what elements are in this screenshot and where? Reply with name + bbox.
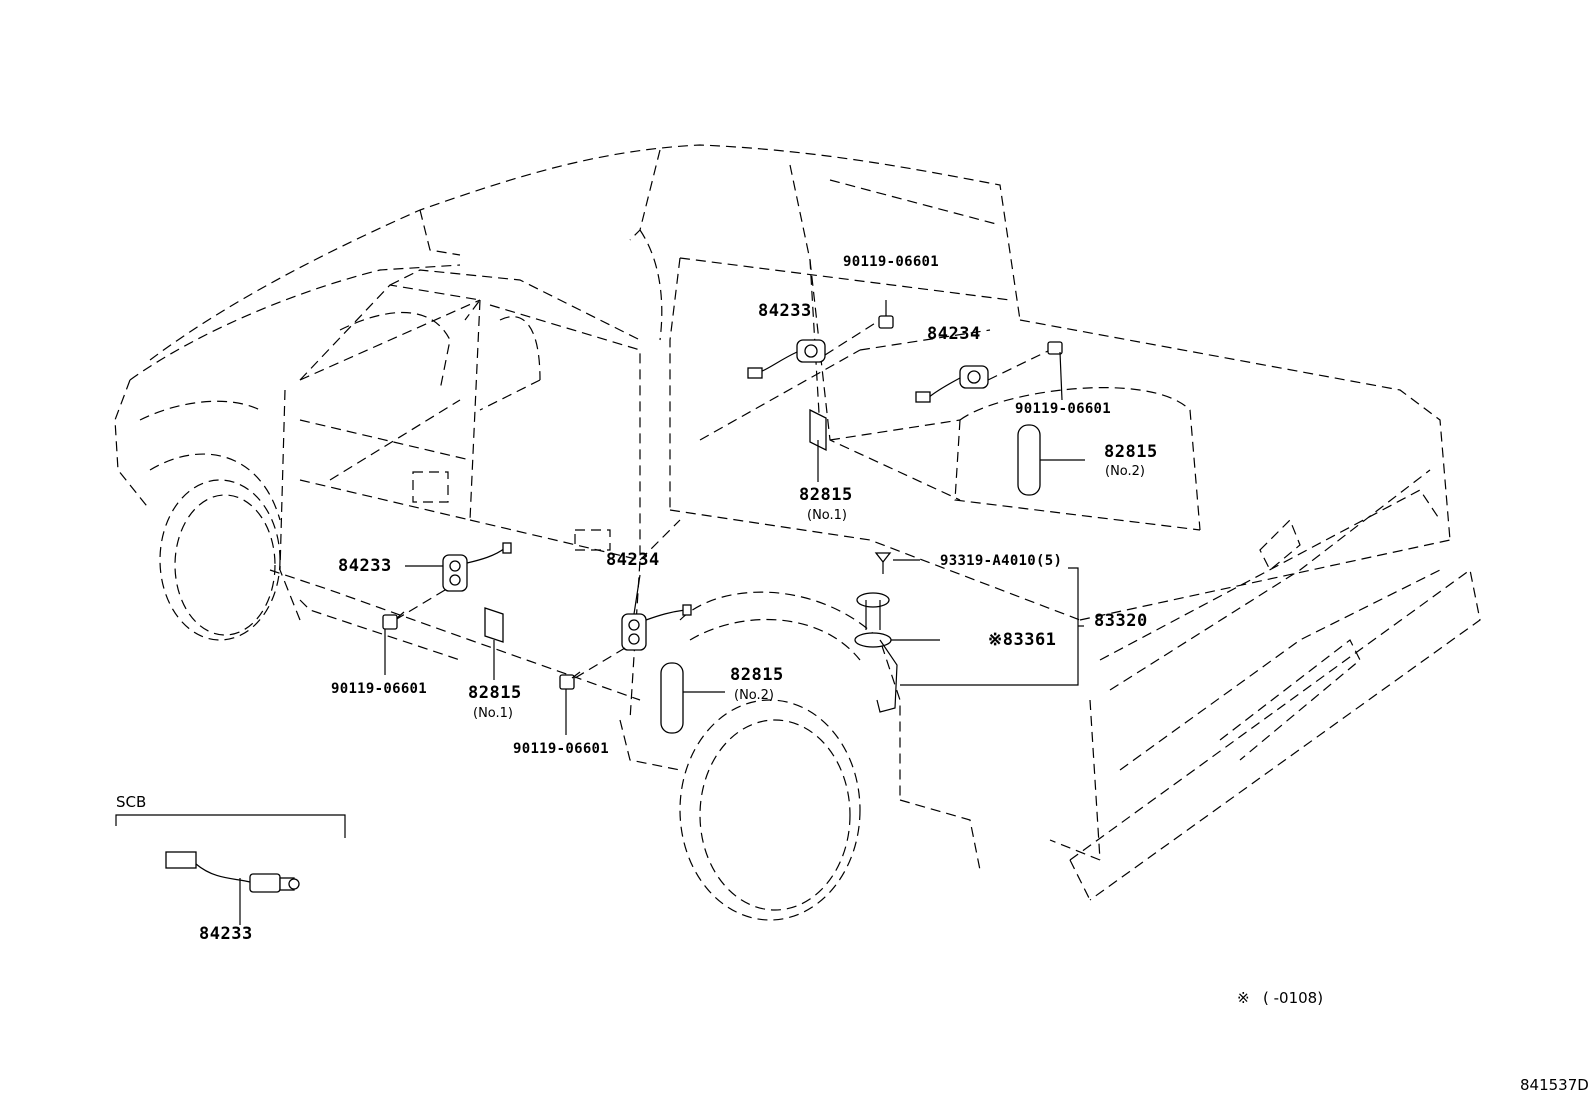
label-pad-82815-front: 82815 — [468, 683, 522, 703]
label-scb-84233: 84233 — [199, 924, 253, 944]
label-pad-82815-front-sub: (No.1) — [473, 706, 513, 721]
bolt-front — [382, 611, 405, 675]
illustration-code: 841537D — [1520, 1076, 1589, 1094]
cushion-pad-right — [1017, 424, 1085, 496]
label-pad-82815-top-sub: (No.1) — [807, 508, 847, 523]
label-pad-82815-top: 82815 — [799, 485, 853, 505]
cushion-pad-rear — [660, 662, 725, 734]
label-bolt-rear: 90119-06601 — [513, 741, 610, 757]
footnote-mark: ※ — [1237, 989, 1250, 1007]
bolt-rear — [559, 671, 581, 735]
scb-inset — [115, 814, 346, 925]
label-switch-84233-top: 84233 — [758, 301, 812, 321]
courtesy-switch-rear-door — [574, 574, 692, 679]
scb-title: SCB — [116, 793, 147, 811]
label-screw-93319: 93319-A4010(5) — [940, 553, 1063, 569]
screw-93319 — [874, 552, 920, 574]
bolt-top — [878, 300, 894, 329]
label-bolt-right: 90119-06601 — [1015, 401, 1112, 417]
truck-outline — [114, 144, 1481, 921]
label-pad-82815-right: 82815 — [1104, 442, 1158, 462]
label-pad-82815-right-sub: (No.2) — [1105, 464, 1145, 479]
courtesy-switch-bed — [915, 349, 1051, 403]
cushion-pad-front — [484, 607, 504, 680]
courtesy-switch-front — [394, 542, 512, 621]
label-pad-82815-rear: 82815 — [730, 665, 784, 685]
label-pad-82815-rear-sub: (No.2) — [734, 688, 774, 703]
bolt-right — [1047, 341, 1063, 401]
label-bolt-front: 90119-06601 — [331, 681, 428, 697]
footnote-text: ( -0108) — [1263, 989, 1324, 1007]
label-bolt-top: 90119-06601 — [843, 254, 940, 270]
label-sender-83361: ※83361 — [988, 630, 1057, 650]
label-switch-84234-rear-door: 84234 — [606, 550, 660, 570]
label-gauge-83320: 83320 — [1094, 611, 1148, 631]
cushion-pad-top — [809, 408, 827, 482]
label-switch-84233-front: 84233 — [338, 556, 392, 576]
courtesy-switch-top — [747, 319, 881, 379]
fuel-sender-unit — [854, 567, 1084, 713]
label-switch-84234-top: 84234 — [927, 324, 981, 344]
